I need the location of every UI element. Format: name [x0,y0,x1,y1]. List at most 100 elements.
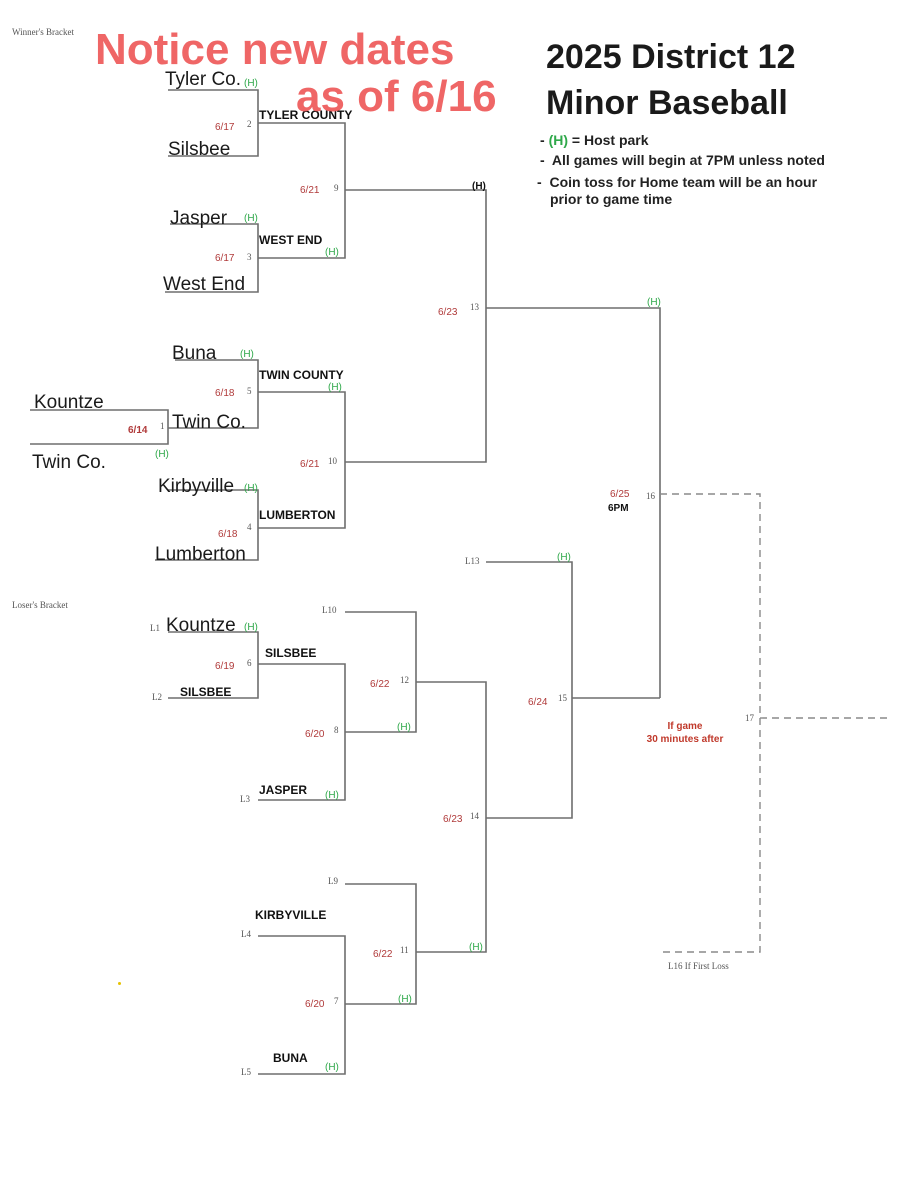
game-number-16: 16 [646,491,655,501]
date-game-4: 6/18 [218,529,238,540]
line-game-16-top [486,307,661,698]
notice-line-1: Notice new dates [95,25,455,74]
loser-ref-l9: L9 [328,876,338,886]
game-number-17: 17 [745,713,754,723]
game-number-7: 7 [334,996,339,1006]
if-game-note-1: If game [667,721,703,732]
game-number-10: 10 [328,456,337,466]
line-game-5 [168,359,259,429]
title-line-1: 2025 District 12 [546,38,796,76]
date-game-12: 6/22 [370,679,390,690]
game-number-13: 13 [470,302,479,312]
loser-ref-l3: L3 [240,794,250,804]
team-tyler-co: Tyler Co. [165,69,242,90]
date-game-7: 6/20 [305,999,325,1010]
date-game-14: 6/23 [443,814,463,825]
host-marker-game-10: (H) [328,382,342,393]
host-marker-buna-lb: (H) [325,1062,339,1073]
loser-ref-l2: L2 [152,692,162,702]
title-line-2: Minor Baseball [546,84,788,122]
line-game-12 [345,611,417,733]
line-game-14 [416,681,487,953]
winner-game-6: SILSBEE [265,646,317,660]
line-game-8 [258,663,346,801]
date-game-9: 6/21 [300,185,320,196]
host-marker-game-11: (H) [398,994,412,1005]
game-number-15: 15 [558,693,567,703]
team-west-end: West End [163,274,246,295]
losers-bracket-header: Loser's Bracket [12,600,68,610]
game-number-6: 6 [247,658,252,668]
date-game-2: 6/17 [215,122,235,133]
game-number-11: 11 [400,945,409,955]
host-marker-tyler: (H) [244,78,258,89]
host-marker-jasper-lb: (H) [325,790,339,801]
winner-game-5: TWIN COUNTY [259,368,344,382]
team-jasper: Jasper [170,208,228,229]
team-silsbee-losers: SILSBEE [180,685,232,699]
winner-game-3: WEST END [259,233,323,247]
loser-ref-l4: L4 [241,929,251,939]
notice-line-2: as of 6/16 [296,72,497,121]
if-game-note-2: 30 minutes after [646,734,724,745]
winner-game-4: LUMBERTON [259,508,336,522]
team-twin-co: Twin Co. [32,452,106,473]
team-kountze-losers: Kountze [166,615,236,636]
game-number-4: 4 [247,522,252,532]
team-buna: Buna [172,343,217,364]
legend-host-marker: (H) [548,132,568,148]
host-marker-game-15: (H) [557,552,571,563]
team-lumberton: Lumberton [155,544,246,565]
team-buna-losers: BUNA [273,1051,308,1065]
legend-start-time-row: - All games will begin at 7PM unless not… [540,152,825,168]
legend-host-text: = Host park [571,132,649,148]
host-marker-jasper: (H) [244,213,258,224]
game-number-2: 2 [247,119,252,129]
line-game-17 [660,493,761,953]
game-number-3: 3 [247,252,252,262]
loser-ref-l5: L5 [241,1067,251,1077]
loser-ref-l1: L1 [150,623,160,633]
team-jasper-losers: JASPER [259,783,308,797]
line-game-11 [345,883,417,1005]
game-number-12: 12 [400,675,409,685]
line-game-1 [30,409,169,445]
date-game-3: 6/17 [215,253,235,264]
team-kirbyville-losers: KIRBYVILLE [255,908,327,922]
team-twin-co-winner: Twin Co. [172,412,246,433]
time-game-16: 6PM [608,503,629,514]
legend-host-row: - (H) = Host park [540,132,649,148]
legend-coin-toss-2: prior to game time [550,191,673,207]
host-marker-kountze-lb: (H) [244,622,258,633]
date-game-13: 6/23 [438,307,458,318]
host-marker-game-14: (H) [469,942,483,953]
legend-coin-toss-row: - Coin toss for Home team will be an hou… [537,174,818,190]
losers-bracket-lines [168,561,660,1075]
team-silsbee: Silsbee [168,139,231,160]
line-game-13 [345,189,487,463]
host-marker-game-12: (H) [397,722,411,733]
loser-ref-l10: L10 [322,605,337,615]
date-game-15: 6/24 [528,697,548,708]
team-kountze: Kountze [34,392,104,413]
game-number-8: 8 [334,725,339,735]
loser-ref-l16: L16 If First Loss [668,961,729,971]
game-number-5: 5 [247,386,252,396]
host-marker-buna: (H) [240,349,254,360]
date-game-8: 6/20 [305,729,325,740]
legend-start-time: All games will begin at 7PM unless noted [551,152,825,168]
stray-dot [118,982,121,985]
team-kirbyville: Kirbyville [158,476,235,497]
host-marker-game-13: (H) [472,181,486,192]
date-game-6: 6/19 [215,661,235,672]
line-game-10 [258,391,346,529]
line-game-4 [155,489,259,561]
winners-bracket-header: Winner's Bracket [12,27,74,37]
line-game-6 [168,631,259,699]
game-number-1: 1 [160,421,165,431]
date-game-16: 6/25 [610,489,630,500]
host-marker-twin-co: (H) [155,449,169,460]
game-number-9: 9 [334,183,339,193]
